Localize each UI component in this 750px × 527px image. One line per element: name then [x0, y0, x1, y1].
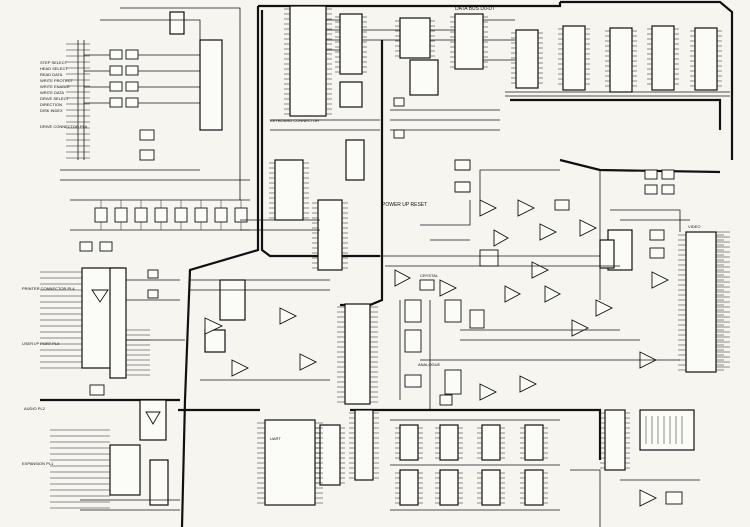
- signal-label: HEAD SELECT: [40, 66, 68, 71]
- resistor: [94, 207, 108, 223]
- signal-label: READ DATA: [40, 72, 63, 77]
- cpu-section: POWER UP RESET KEYBOARD CONNECTOR: [270, 5, 515, 208]
- data-bus-label: DATA BUS D0-D7: [455, 6, 495, 12]
- resistor: [134, 207, 148, 223]
- signal-label: STEP SELECT: [40, 60, 68, 65]
- logic-chips-center: CRYSTAL ANALOGUE: [380, 169, 680, 410]
- connector-label: EXPANSION PL1: [22, 461, 54, 466]
- connector-label: USER I/P PORT PL9: [22, 341, 60, 346]
- connector-label: AUDIO PL2: [24, 406, 46, 411]
- video-section: VIDEO: [599, 169, 730, 373]
- drive-interface-section: [60, 7, 250, 252]
- power-up-label: POWER UP RESET: [382, 202, 427, 208]
- resistor: [174, 207, 188, 223]
- drive-signal-labels: STEP SELECT HEAD SELECT READ DATA WRITE …: [22, 60, 88, 466]
- keyboard-label: KEYBOARD CONNECTOR: [270, 118, 319, 123]
- expansion-section: [50, 399, 180, 511]
- bottom-ram-bank: [390, 409, 700, 527]
- bus-lines: [40, 0, 734, 527]
- crystal-label: CRYSTAL: [420, 273, 439, 278]
- analogue-label: ANALOGUE: [418, 362, 441, 367]
- resistor: [154, 207, 168, 223]
- signal-label: WRITE ENABLE: [40, 84, 70, 89]
- signal-label: WRITE DATA: [40, 90, 64, 95]
- printer-port-section: [40, 267, 185, 396]
- signal-label: DISK INDEX: [40, 108, 63, 113]
- uart-label: UART: [270, 436, 281, 441]
- video-label: VIDEO: [688, 224, 700, 229]
- resistor: [114, 207, 128, 223]
- signal-label: WRITE PROTECT: [40, 78, 74, 83]
- signal-label: DRIVE SELECT: [40, 96, 69, 101]
- ram-bank: DATA BUS D0-D7: [455, 6, 730, 97]
- connector-label: PRINTER CONNECTOR PL4: [22, 286, 75, 291]
- resistor: [194, 207, 208, 223]
- logic-chips-middle: UART: [190, 139, 379, 506]
- connector-label: DRIVE CONNECTOR PL6: [40, 124, 88, 129]
- resistor: [214, 207, 228, 223]
- signal-label: DIRECTION: [40, 102, 62, 107]
